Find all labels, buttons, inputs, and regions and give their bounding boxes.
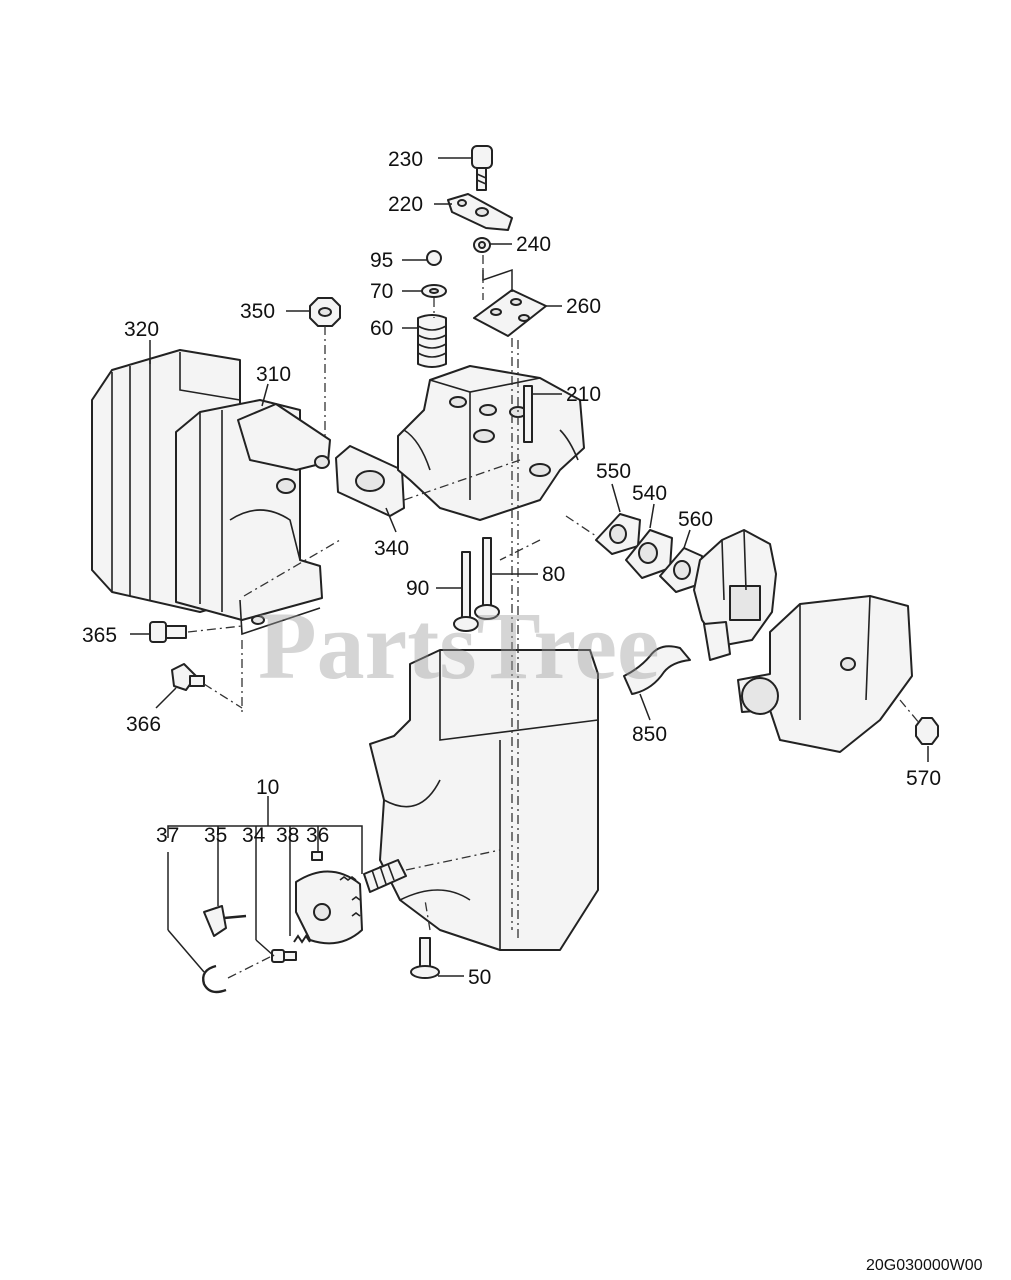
part-366-bolt[interactable]: [171, 663, 205, 691]
label-90: 90: [406, 577, 429, 600]
label-80: 80: [542, 563, 565, 586]
label-320: 320: [124, 318, 159, 341]
part-365-bolt[interactable]: [149, 621, 187, 643]
part-260-push-rod-guide[interactable]: [473, 289, 547, 337]
label-230: 230: [388, 148, 423, 171]
part-550-gasket[interactable]: [595, 513, 641, 555]
part-350-nut[interactable]: [309, 297, 341, 327]
drawing-code: 20G030000W00: [866, 1257, 983, 1274]
label-10: 10: [256, 776, 279, 799]
part-38-spring[interactable]: [293, 934, 311, 944]
label-210: 210: [566, 383, 601, 406]
part-570-nut[interactable]: [915, 717, 939, 745]
label-36: 36: [306, 824, 329, 847]
part-90-intake-valve[interactable]: [453, 551, 479, 632]
part-340-gasket[interactable]: [335, 445, 405, 517]
part-95-retainer[interactable]: [426, 250, 442, 266]
label-38: 38: [276, 824, 299, 847]
part-70-washer[interactable]: [421, 284, 447, 298]
label-366: 366: [126, 713, 161, 736]
cylinder-head[interactable]: [397, 365, 585, 521]
label-350: 350: [240, 300, 275, 323]
leader-lines: [130, 157, 929, 977]
label-220: 220: [388, 193, 423, 216]
part-35-lever[interactable]: [203, 905, 247, 937]
label-70: 70: [370, 280, 393, 303]
label-340: 340: [374, 537, 409, 560]
crankcase-block[interactable]: [369, 649, 599, 951]
part-60-valve-spring[interactable]: [417, 314, 447, 368]
part-850-breather-hose[interactable]: [623, 645, 691, 695]
label-50: 50: [468, 966, 491, 989]
label-95: 95: [370, 249, 393, 272]
part-37-clip[interactable]: [202, 964, 227, 994]
label-60: 60: [370, 317, 393, 340]
part-240-nut[interactable]: [473, 237, 491, 253]
part-34-bolt[interactable]: [271, 949, 297, 963]
label-560: 560: [678, 508, 713, 531]
label-540: 540: [632, 482, 667, 505]
label-850: 850: [632, 723, 667, 746]
part-80-exhaust-valve[interactable]: [474, 537, 500, 620]
assembly-lines: [187, 255, 921, 979]
part-210-stud-bolt[interactable]: [523, 385, 533, 443]
part-36-pin[interactable]: [311, 851, 323, 861]
part-230-bolt[interactable]: [471, 145, 493, 191]
label-34: 34: [242, 824, 266, 847]
label-35: 35: [204, 824, 227, 847]
part-220-rocker-arm[interactable]: [447, 193, 513, 231]
label-550: 550: [596, 460, 631, 483]
part-310-muffler[interactable]: [175, 399, 331, 636]
carburetor[interactable]: [693, 529, 777, 661]
label-570: 570: [906, 767, 941, 790]
part-labels: 230 220 240 95 70 60 260 350 320 310 210…: [82, 148, 941, 989]
part-540-insulator[interactable]: [625, 529, 673, 579]
label-310: 310: [256, 363, 291, 386]
watermark: PartsTree: [258, 592, 660, 699]
label-365: 365: [82, 624, 117, 647]
label-37: 37: [156, 824, 179, 847]
air-cleaner-housing[interactable]: [737, 595, 913, 753]
label-260: 260: [566, 295, 601, 318]
part-50-tappet[interactable]: [410, 937, 440, 979]
governor-gear[interactable]: [295, 870, 363, 945]
label-240: 240: [516, 233, 551, 256]
governor-shaft[interactable]: [363, 859, 407, 893]
